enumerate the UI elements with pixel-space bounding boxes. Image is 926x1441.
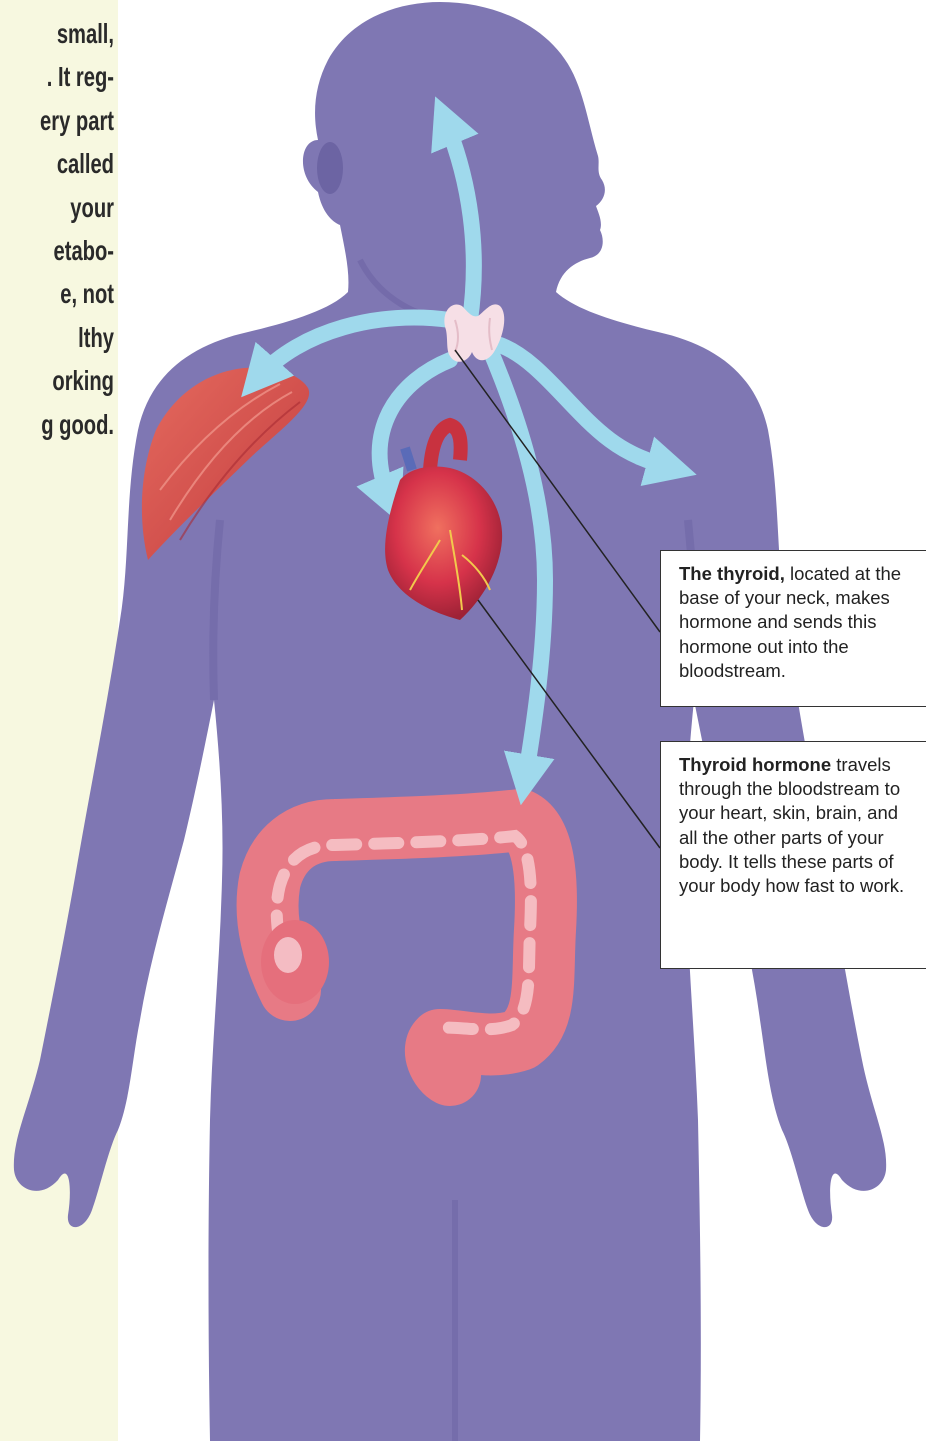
cecum-highlight bbox=[274, 937, 302, 973]
callout-thyroid: The thyroid, located at the base of your… bbox=[660, 550, 926, 707]
heart-vessels bbox=[405, 448, 412, 470]
callout-hormone: Thyroid hormone travels through the bloo… bbox=[660, 741, 926, 969]
body-silhouette bbox=[14, 2, 886, 1441]
callout-hormone-body: travels through the bloodstream to your … bbox=[679, 754, 904, 896]
callout-thyroid-title: The thyroid, bbox=[679, 563, 785, 584]
callout-hormone-title: Thyroid hormone bbox=[679, 754, 831, 775]
ear bbox=[317, 142, 343, 194]
human-body-silhouette bbox=[14, 2, 886, 1441]
